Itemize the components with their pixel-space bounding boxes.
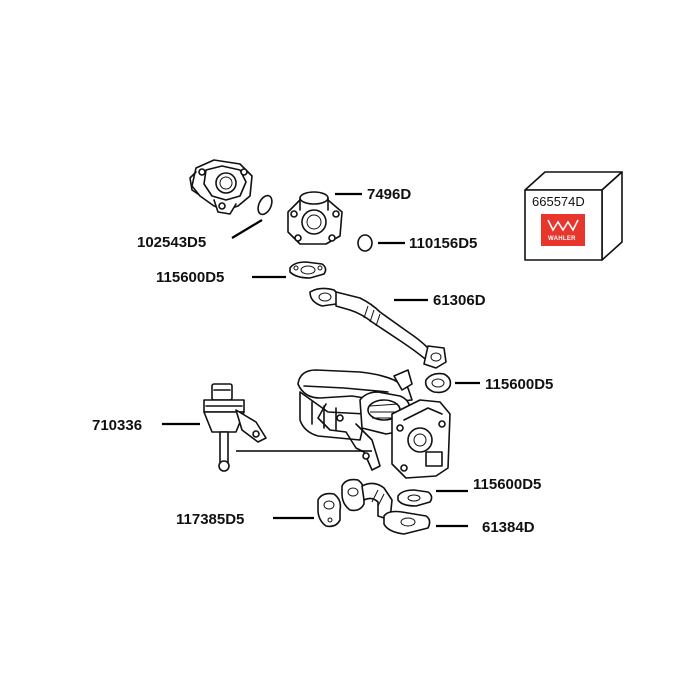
gasket-upper-drawing xyxy=(289,261,327,279)
vacuum-actuator-drawing xyxy=(203,383,267,472)
wahler-logo: WAHLER xyxy=(541,214,585,246)
egr-valve-center-drawing xyxy=(287,191,343,245)
egr-valve-left-drawing xyxy=(189,159,253,215)
part-label-61306D: 61306D xyxy=(433,292,486,309)
o-ring-right-drawing xyxy=(357,234,373,252)
egr-pipe-lower-drawing xyxy=(341,478,431,535)
o-ring-left-drawing xyxy=(257,194,273,216)
kit-number-label: 665574D xyxy=(532,194,585,209)
part-label-102543D5: 102543D5 xyxy=(137,234,206,251)
leader-line-102543D5 xyxy=(231,219,263,239)
brand-name-label: WAHLER xyxy=(548,236,576,242)
part-label-110156D5: 110156D5 xyxy=(409,235,477,252)
part-label-710336: 710336 xyxy=(92,417,142,434)
part-label-61384D: 61384D xyxy=(482,519,535,536)
part-label-115600D5-upper: 115600D5 xyxy=(156,269,224,286)
part-label-115600D5-middle: 115600D5 xyxy=(485,376,553,393)
gasket-middle-drawing xyxy=(424,372,452,394)
kit-box: 665574D WAHLER xyxy=(524,171,623,261)
part-label-115600D5-lower: 115600D5 xyxy=(473,476,541,493)
gasket-lower-drawing xyxy=(397,489,433,507)
gasket-lower-left-drawing xyxy=(317,492,342,528)
part-label-117385D5: 117385D5 xyxy=(176,511,244,528)
egr-cooler-drawing xyxy=(297,369,451,479)
part-label-7496D: 7496D xyxy=(367,186,411,203)
egr-pipe-upper-drawing xyxy=(309,287,447,369)
